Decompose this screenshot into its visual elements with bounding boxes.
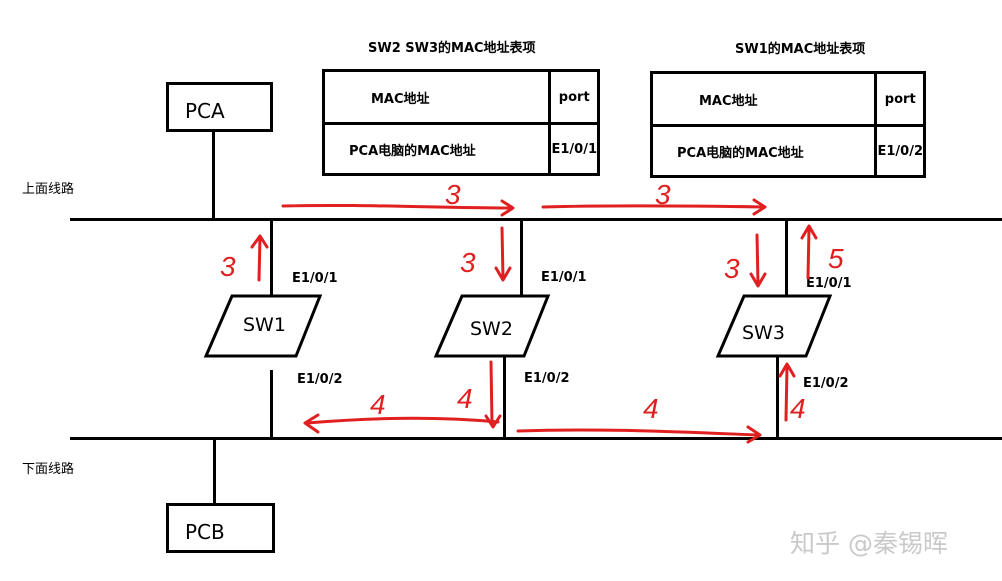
sw1-down-link <box>270 370 273 438</box>
arrow-head <box>303 413 320 434</box>
col-mac-header: MAC地址 <box>649 71 878 127</box>
sw3-down-link <box>776 356 779 438</box>
port-cell: E1/0/1 <box>548 122 600 176</box>
sw2-sw3-table-title: SW2 SW3的MAC地址表项 <box>368 41 536 56</box>
sw1-up-link <box>270 220 273 296</box>
arrow-sw3-bottom-up <box>784 364 789 422</box>
sw2-up-link <box>520 220 523 296</box>
table-row: PCA电脑的MAC地址 E1/0/2 <box>649 124 926 178</box>
arrow-head <box>778 362 796 378</box>
table-header-row: MAC地址 port <box>649 71 926 127</box>
col-port-header: port <box>548 69 600 125</box>
arrow-sw1-up <box>257 235 262 282</box>
col-port-header: port <box>874 71 926 127</box>
pcb-label: PCB <box>185 520 225 544</box>
pca-link <box>212 131 215 220</box>
mac-cell: PCA电脑的MAC地址 <box>649 124 878 178</box>
step-number: 4 <box>790 393 806 424</box>
table-row: PCA电脑的MAC地址 E1/0/1 <box>321 122 600 176</box>
arrow-head <box>746 425 762 444</box>
sw1-shape <box>203 294 323 358</box>
sw3-port-up: E1/0/1 <box>806 276 852 291</box>
pca-box: PCA <box>166 82 273 132</box>
step-number: 4 <box>457 383 473 414</box>
sw1-mac-table: MAC地址 port PCA电脑的MAC地址 E1/0/2 <box>649 71 926 178</box>
col-mac-header: MAC地址 <box>321 69 552 125</box>
arrow-bottom-left <box>305 416 500 425</box>
sw2-down-link <box>503 356 506 438</box>
pca-label: PCA <box>185 99 225 123</box>
port-cell: E1/0/2 <box>874 124 926 178</box>
arrow-sw3-down <box>755 233 760 286</box>
top-line-label: 上面线路 <box>22 182 75 197</box>
top-bus-line <box>70 218 1002 221</box>
sw2-port-down: E1/0/2 <box>524 371 570 386</box>
arrow-head <box>494 266 512 282</box>
sw3-port-down: E1/0/2 <box>803 376 849 391</box>
pcb-box: PCB <box>166 503 275 553</box>
arrow-head <box>752 198 767 216</box>
step-number: 3 <box>220 251 236 282</box>
arrow-head <box>749 272 767 288</box>
sw2-shape <box>433 294 551 358</box>
sw1-table-title: SW1的MAC地址表项 <box>735 42 866 57</box>
step-number: 5 <box>828 243 844 274</box>
sw1-port-down: E1/0/2 <box>297 372 343 387</box>
sw3-label: SW3 <box>742 322 785 344</box>
bottom-bus-line <box>70 437 1002 440</box>
arrow-head <box>484 414 502 429</box>
bottom-line-label: 下面线路 <box>22 462 75 477</box>
step-number: 4 <box>370 389 386 420</box>
watermark-text: 知乎 @秦锡晖 <box>790 529 948 558</box>
sw1-port-up: E1/0/1 <box>292 271 338 286</box>
arrow-sw2-down-bottom <box>489 360 494 426</box>
arrow-head <box>250 234 269 249</box>
arrow-sw3-up <box>806 226 811 280</box>
mac-cell: PCA电脑的MAC地址 <box>321 122 552 176</box>
arrow-top-right-1 <box>281 203 514 210</box>
sw3-shape <box>715 294 833 358</box>
arrow-head <box>500 199 515 217</box>
step-number: 3 <box>655 179 671 210</box>
step-number: 3 <box>724 253 740 284</box>
sw2-port-up: E1/0/1 <box>541 270 587 285</box>
arrow-bottom-right <box>516 428 760 437</box>
arrow-sw2-down <box>500 226 505 280</box>
sw1-label: SW1 <box>243 314 286 336</box>
step-number: 3 <box>460 247 476 278</box>
step-number: 3 <box>445 179 461 210</box>
sw3-up-link <box>785 220 788 296</box>
sw2-label: SW2 <box>470 318 513 340</box>
table-header-row: MAC地址 port <box>321 69 600 125</box>
arrow-head <box>800 224 818 240</box>
pcb-link <box>213 438 216 505</box>
sw2-sw3-mac-table: MAC地址 port PCA电脑的MAC地址 E1/0/1 <box>321 69 600 176</box>
step-number: 4 <box>643 393 659 424</box>
arrow-top-right-2 <box>541 204 766 209</box>
